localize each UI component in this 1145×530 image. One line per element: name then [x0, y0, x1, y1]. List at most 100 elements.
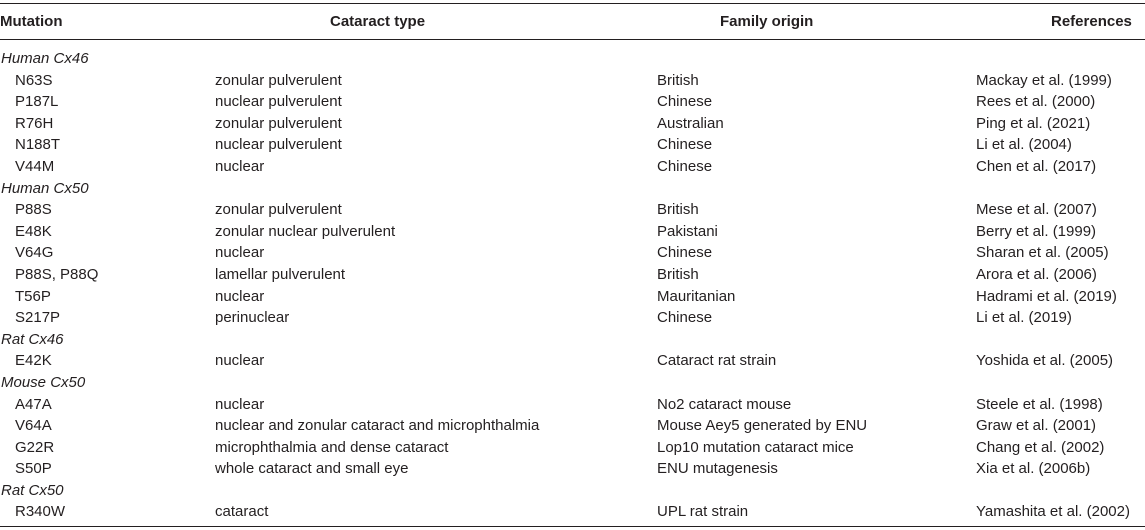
group-header-row: Mouse Cx50	[0, 372, 1145, 394]
cell-cataract-type: nuclear and zonular cataract and microph…	[215, 417, 540, 435]
group-label: Rat Cx46	[1, 330, 64, 348]
cell-mutation: N63S	[15, 71, 53, 89]
header-mutation: Mutation	[0, 13, 63, 30]
cell-mutation: P187L	[15, 93, 59, 111]
table-row: S50P whole cataract and small eye ENU muta…	[0, 458, 1145, 480]
table-row: N63S zonular pulverulent British Mackay et …	[0, 70, 1145, 92]
cell-cataract-type: zonular pulverulent	[215, 71, 342, 89]
cell-cataract-type: nuclear	[215, 157, 265, 175]
cell-reference: Yamashita et al. (2002)	[976, 503, 1130, 521]
cell-family-origin: British	[657, 201, 699, 219]
cell-reference: Sharan et al. (2005)	[976, 244, 1109, 262]
cell-mutation: E42K	[15, 352, 52, 370]
cell-family-origin: Mauritanian	[657, 287, 736, 305]
cell-family-origin: Chinese	[657, 244, 713, 262]
cell-reference: Ping et al. (2021)	[976, 114, 1091, 132]
cell-mutation: V64G	[15, 244, 54, 262]
table-row: R340W cataract UPL rat strain Yamashita et …	[0, 501, 1145, 523]
cell-cataract-type: nuclear pulverulent	[215, 93, 342, 111]
cell-family-origin: Mouse Aey5 generated by ENU	[657, 417, 868, 435]
cell-cataract-type: zonular nuclear pulverulent	[215, 222, 396, 240]
table-row: A47A nuclear No2 cataract mouse Steele et a…	[0, 394, 1145, 416]
table-header-rule	[0, 39, 1145, 40]
table-row: P88S zonular pulverulent British Mese et al…	[0, 199, 1145, 221]
cell-mutation: R340W	[15, 503, 66, 521]
group-label: Rat Cx50	[1, 481, 64, 499]
cell-reference: Chang et al. (2002)	[976, 438, 1105, 456]
cell-reference: Chen et al. (2017)	[976, 157, 1097, 175]
table-row: T56P nuclear Mauritanian Hadrami et al. (20…	[0, 286, 1145, 308]
cell-cataract-type: nuclear pulverulent	[215, 136, 342, 154]
cell-mutation: S50P	[15, 460, 52, 478]
table-row: V44M nuclear Chinese Chen et al. (2017)	[0, 156, 1145, 178]
table-row: G22R microphthalmia and dense cataract Lop…	[0, 437, 1145, 459]
group-label: Mouse Cx50	[1, 373, 86, 391]
cell-family-origin: Cataract rat strain	[657, 352, 777, 370]
cell-cataract-type: zonular pulverulent	[215, 201, 342, 219]
cell-cataract-type: nuclear	[215, 244, 265, 262]
cell-cataract-type: whole cataract and small eye	[215, 460, 409, 478]
group-header-row: Human Cx50	[0, 178, 1145, 200]
cell-family-origin: Lop10 mutation cataract mice	[657, 438, 854, 456]
cell-reference: Rees et al. (2000)	[976, 93, 1096, 111]
table-top-rule	[0, 3, 1145, 4]
cell-mutation: S217P	[15, 309, 61, 327]
cell-cataract-type: cataract	[215, 503, 269, 521]
cell-family-origin: UPL rat strain	[657, 503, 749, 521]
table-row: V64G nuclear Chinese Sharan et al. (2005)	[0, 242, 1145, 264]
cell-cataract-type: perinuclear	[215, 309, 290, 327]
table-row: N188T nuclear pulverulent Chinese Li et al.…	[0, 134, 1145, 156]
cell-cataract-type: nuclear	[215, 287, 265, 305]
cell-reference: Li et al. (2019)	[976, 309, 1072, 327]
cell-reference: Berry et al. (1999)	[976, 222, 1097, 240]
cell-family-origin: British	[657, 71, 699, 89]
table-row: V64A nuclear and zonular cataract and mic…	[0, 415, 1145, 437]
cell-family-origin: Chinese	[657, 93, 713, 111]
cell-cataract-type: nuclear	[215, 395, 265, 413]
cell-reference: Li et al. (2004)	[976, 136, 1072, 154]
cell-cataract-type: lamellar pulverulent	[215, 265, 346, 283]
cell-family-origin: Pakistani	[657, 222, 718, 240]
cell-reference: Graw et al. (2001)	[976, 417, 1097, 435]
cell-reference: Hadrami et al. (2019)	[976, 287, 1117, 305]
table-row: E42K nuclear Cataract rat strain Yoshida et…	[0, 350, 1145, 372]
cell-family-origin: ENU mutagenesis	[657, 460, 778, 478]
cell-reference: Steele et al. (1998)	[976, 395, 1103, 413]
cell-family-origin: No2 cataract mouse	[657, 395, 792, 413]
cell-mutation: R76H	[15, 114, 54, 132]
cell-family-origin: British	[657, 265, 699, 283]
group-header-row: Human Cx46	[0, 48, 1145, 70]
group-header-row: Rat Cx46	[0, 329, 1145, 351]
cell-mutation: V64A	[15, 417, 52, 435]
cell-reference: Xia et al. (2006b)	[976, 460, 1091, 478]
table-row: E48K zonular nuclear pulverulent Pakistani…	[0, 221, 1145, 243]
table-bottom-rule	[0, 526, 1145, 527]
cell-mutation: T56P	[15, 287, 51, 305]
header-family-origin: Family origin	[720, 13, 814, 30]
cell-mutation: A47A	[15, 395, 52, 413]
cell-mutation: V44M	[15, 157, 55, 175]
cell-reference: Arora et al. (2006)	[976, 265, 1097, 283]
cell-family-origin: Chinese	[657, 136, 713, 154]
group-header-row: Rat Cx50	[0, 480, 1145, 502]
cell-reference: Yoshida et al. (2005)	[976, 352, 1114, 370]
cell-family-origin: Chinese	[657, 157, 713, 175]
group-label: Human Cx46	[1, 50, 89, 67]
cell-mutation: G22R	[15, 438, 55, 456]
table-row: P187L nuclear pulverulent Chinese Rees et a…	[0, 91, 1145, 113]
cell-mutation: E48K	[15, 222, 52, 240]
cell-cataract-type: nuclear	[215, 352, 265, 370]
group-label: Human Cx50	[1, 179, 89, 197]
header-references: References	[1051, 13, 1132, 30]
cell-mutation: N188T	[15, 136, 61, 154]
cell-reference: Mese et al. (2007)	[976, 201, 1097, 219]
cell-mutation: P88S	[15, 201, 52, 219]
cell-reference: Mackay et al. (1999)	[976, 71, 1112, 89]
cell-cataract-type: microphthalmia and dense cataract	[215, 438, 449, 456]
cell-family-origin: Chinese	[657, 309, 713, 327]
table-row: S217P perinuclear Chinese Li et al. (2019)	[0, 307, 1145, 329]
